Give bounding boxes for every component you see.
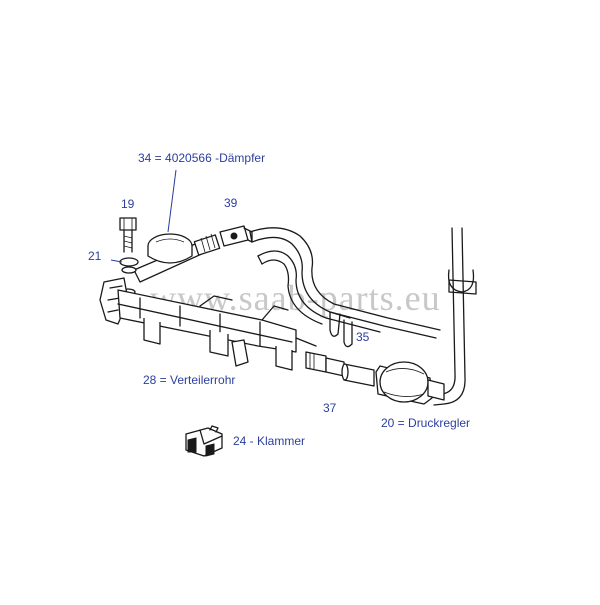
label-37: 37: [323, 401, 337, 415]
label-20: 20 = Druckregler: [381, 416, 470, 430]
leader-21: [110, 259, 123, 263]
label-21: 21: [88, 249, 102, 263]
fuel-lines: [249, 227, 441, 339]
label-19: 19: [121, 197, 135, 211]
part-35-clip: [329, 311, 353, 348]
label-35: 35: [356, 330, 370, 344]
part-28-fuel-rail: [99, 277, 317, 371]
label-28: 28 = Verteilerrohr: [143, 373, 235, 387]
label-24: 24 - Klammer: [233, 434, 305, 448]
label-34: 34 = 4020566 -Dämpfer: [138, 151, 265, 165]
part-24-clamp: [185, 425, 223, 457]
part-34-damper: [133, 225, 253, 283]
label-39: 39: [224, 196, 238, 210]
part-20-pressure-regulator: [375, 361, 445, 405]
part-19-bolt: [119, 217, 137, 253]
leader-34: [167, 169, 177, 233]
part-37-hose: [305, 351, 375, 387]
